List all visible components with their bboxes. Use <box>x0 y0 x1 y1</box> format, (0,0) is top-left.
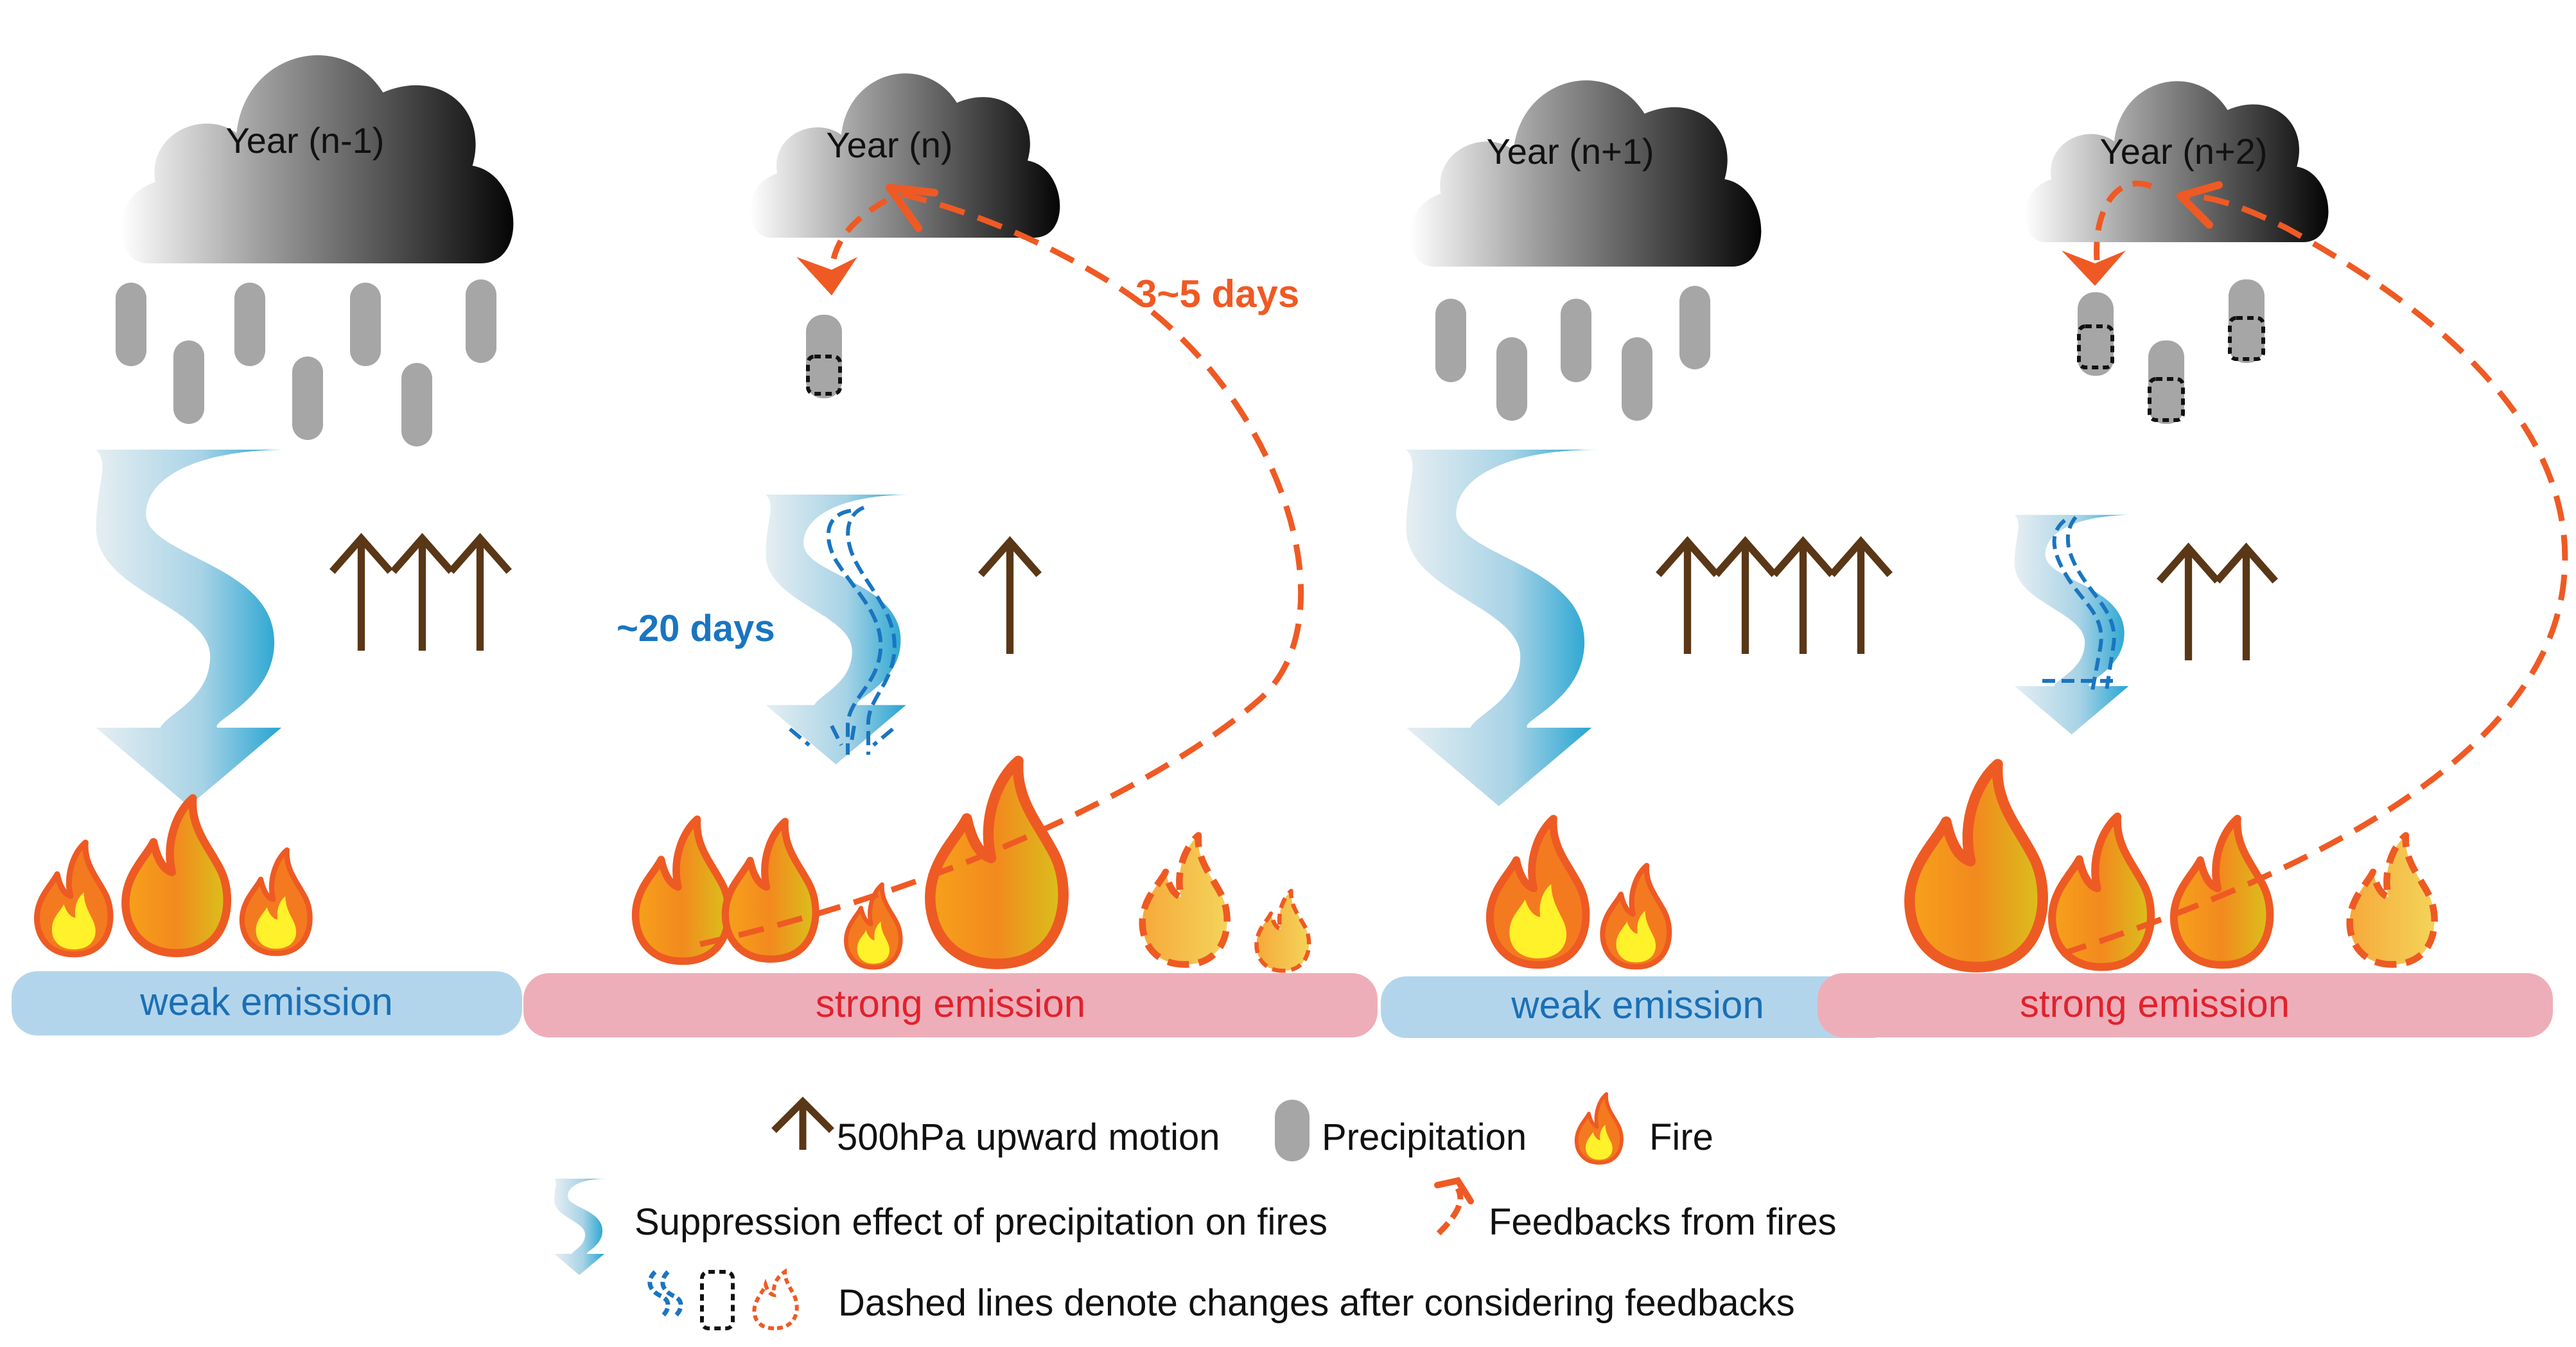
suppression-icon <box>554 1179 606 1275</box>
year-label: Year (n) <box>826 125 952 165</box>
strong-emission-label: strong emission <box>816 982 1085 1025</box>
year-label: Year (n+2) <box>2100 131 2268 172</box>
year-label: Year (n+1) <box>1487 131 1654 172</box>
upward-motion-arrows <box>1658 541 1889 654</box>
legend-precipitation: Precipitation <box>1275 1100 1527 1161</box>
feedback-loop <box>2094 180 2153 261</box>
feedback-arrowhead <box>2177 181 2223 229</box>
fire-icons <box>37 798 310 955</box>
legend-precip-label: Precipitation <box>1322 1116 1527 1158</box>
precipitation-drops <box>2077 279 2265 424</box>
year-label: Year (n-1) <box>226 120 385 161</box>
fire-icons <box>1909 764 2434 967</box>
dashed-suppression-change <box>2042 516 2119 691</box>
legend-fire: Fire <box>1577 1094 1713 1163</box>
upward-motion-arrows <box>332 538 509 651</box>
suppression-effect-icon <box>2014 515 2134 735</box>
feedback-path <box>2060 193 2568 957</box>
feedback-loop-arrowhead <box>796 257 857 295</box>
days-20-label: ~20 days <box>617 608 775 649</box>
weak-emission-bar <box>12 971 522 1035</box>
precipitation-drops <box>1435 286 1710 421</box>
fire-icons <box>636 761 1310 971</box>
legend: 500hPa upward motion Precipitation Fire … <box>554 1094 1837 1331</box>
precipitation-drops <box>116 279 496 446</box>
strong-emission-label: strong emission <box>2020 982 2290 1025</box>
legend-suppression-label: Suppression effect of precipitation on f… <box>635 1201 1327 1243</box>
feedback-icon <box>1436 1186 1464 1236</box>
feedback-path <box>699 189 1304 947</box>
weak-emission-label: weak emission <box>1511 983 1764 1026</box>
panel-year-n: Year (n) ~20 days 3~5 days strong emissi… <box>523 73 1378 1037</box>
days-3-5-label: 3~5 days <box>1135 272 1299 315</box>
dashed-drop-change <box>2077 324 2114 369</box>
dashed-fire-icon <box>752 1268 799 1331</box>
fire-icon <box>1577 1094 1622 1163</box>
feedback-loop-arrowhead <box>2062 251 2126 286</box>
legend-feedback: Feedbacks from fires <box>1434 1177 1837 1243</box>
suppression-effect-icon <box>1406 450 1599 806</box>
strong-emission-bar <box>1818 973 2553 1037</box>
weak-emission-label: weak emission <box>139 980 393 1023</box>
dashed-suppression-icon <box>647 1270 683 1319</box>
panel-year-n-minus-1: Year (n-1) weak emission <box>12 55 522 1035</box>
feedback-loop <box>828 198 888 270</box>
dashed-drop-change <box>2228 316 2265 361</box>
precipitation-drops <box>806 315 842 398</box>
suppression-effect-icon <box>766 495 912 764</box>
upward-motion-arrow <box>981 541 1038 654</box>
legend-fire-label: Fire <box>1649 1116 1713 1158</box>
panel-year-n-plus-1: Year (n+1) weak emission <box>1381 80 1898 1038</box>
legend-dashed-lines: Dashed lines denote changes after consid… <box>647 1268 1795 1331</box>
suppression-effect-icon <box>96 450 289 806</box>
legend-upward-label: 500hPa upward motion <box>837 1116 1220 1158</box>
legend-suppression: Suppression effect of precipitation on f… <box>554 1179 1327 1275</box>
dashed-drop-change <box>2148 377 2185 422</box>
fire-icons <box>1490 818 1669 967</box>
weak-emission-bar <box>1381 976 1898 1038</box>
legend-upward-motion: 500hPa upward motion <box>771 1096 1220 1158</box>
legend-dashed-label: Dashed lines denote changes after consid… <box>838 1282 1795 1324</box>
panel-year-n-plus-2: Year (n+2) strong emission <box>1818 81 2568 1037</box>
legend-feedback-label: Feedbacks from fires <box>1489 1201 1837 1243</box>
feedback-arrowhead <box>886 184 938 232</box>
cloud-icon <box>1410 80 1762 267</box>
dashed-suppression-change <box>789 506 897 755</box>
upward-arrow-icon <box>771 1096 834 1150</box>
upward-motion-arrows <box>2159 548 2275 660</box>
strong-emission-bar <box>523 973 1378 1037</box>
dashed-drop-icon <box>700 1270 735 1330</box>
precipitation-drop-icon <box>1275 1100 1310 1161</box>
